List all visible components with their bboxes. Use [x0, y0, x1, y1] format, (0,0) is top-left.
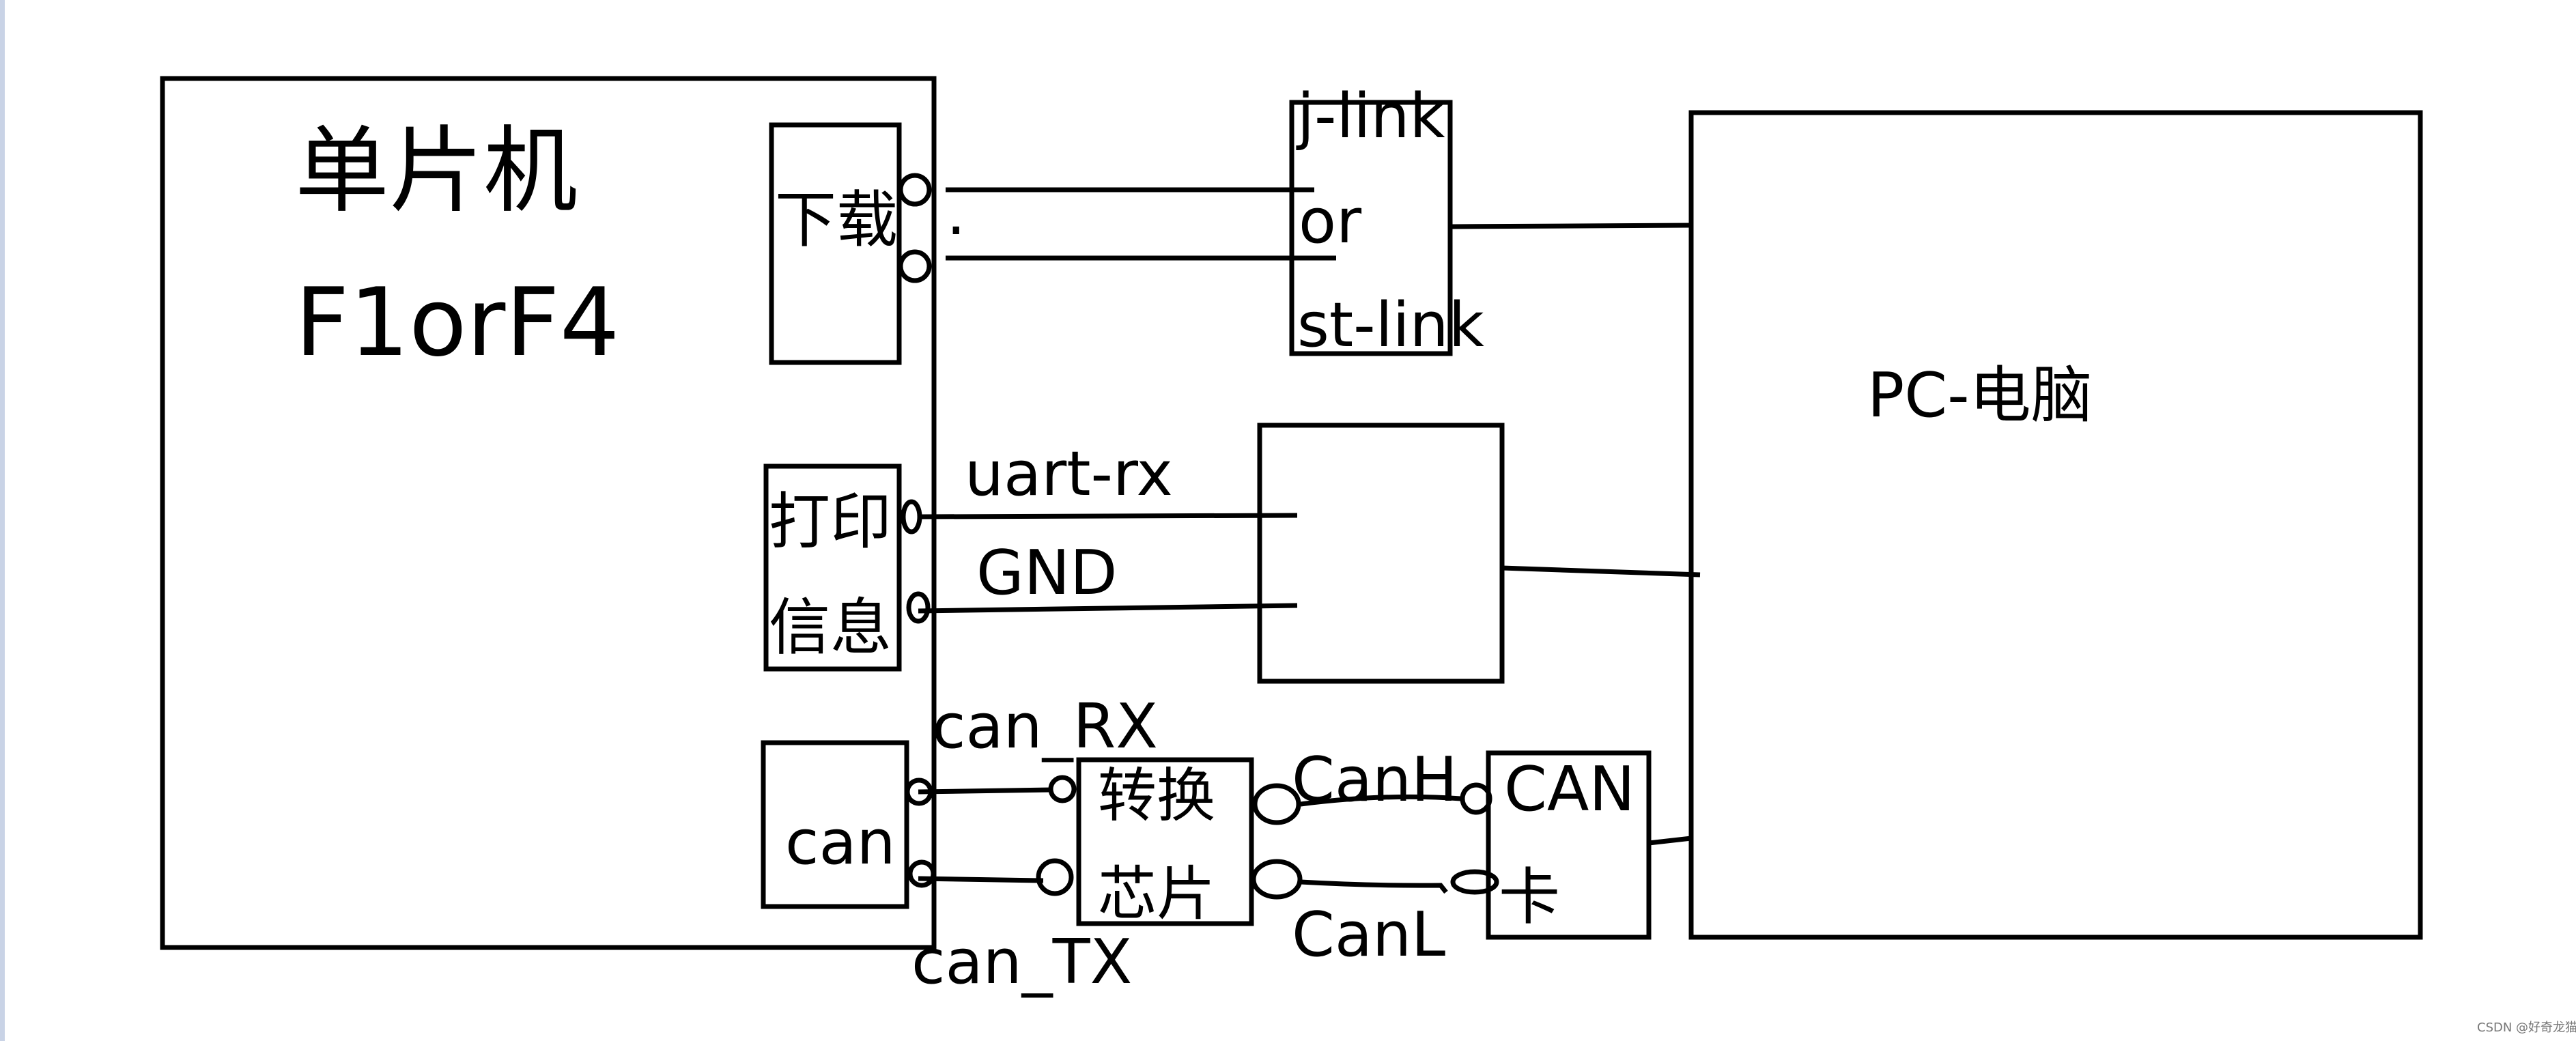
can-port-label: can: [785, 807, 896, 879]
window-edge-bar: [0, 0, 5, 1041]
connector-circle: [906, 591, 931, 624]
can-tx-label: can_TX: [911, 926, 1133, 998]
can-card-label-line2: 卡: [1499, 861, 1560, 933]
can-port-box: [761, 740, 909, 909]
mcu-title: 单片机: [295, 116, 578, 226]
usb-serial-box: [1257, 423, 1505, 684]
debugger-dot: .: [946, 177, 966, 249]
transceiver-label-line1: 转换: [1098, 762, 1215, 830]
mcu-model: F1orF4: [295, 268, 620, 377]
connector-circle: [1048, 775, 1077, 803]
print-info-box: [763, 464, 902, 672]
debugger-box: [1289, 100, 1453, 356]
connector-circle: [1460, 782, 1492, 815]
connector-circle: [1252, 783, 1301, 825]
download-port-box: [769, 122, 902, 365]
uart-rx-label: uart-rx: [965, 438, 1173, 510]
can-card-box: [1486, 750, 1652, 940]
transceiver-label-line2: 芯片: [1098, 860, 1215, 928]
uart-rx-wire: [918, 513, 1298, 519]
debugger-label-line3: st-link: [1297, 289, 1484, 361]
canl-label: CanL: [1292, 899, 1446, 971]
can-rx-wire: [918, 787, 1053, 795]
connector-circle: [1036, 858, 1074, 896]
pc-label: PC-电脑: [1867, 360, 2093, 431]
canl-wire: [1300, 879, 1448, 894]
connector-circle: [907, 859, 936, 888]
gnd-wire: [918, 603, 1298, 614]
canh-label: CanH: [1292, 744, 1458, 816]
can-rx-label: can_RX: [932, 691, 1158, 762]
print-label-line2: 信息: [769, 592, 892, 664]
connector-circle: [1450, 869, 1499, 895]
download-label: 下载: [775, 184, 898, 256]
mcu-box: [160, 76, 937, 950]
watermark: CSDN @好奇龙猫: [2477, 1021, 2576, 1035]
transceiver-box: [1076, 757, 1254, 926]
can-tx-wire: [918, 876, 1044, 883]
canh-wire: [1300, 794, 1462, 807]
usb-serial-pc-wire: [1501, 565, 1701, 577]
can-card-label-line1: CAN: [1504, 754, 1635, 825]
connector-circle: [905, 778, 933, 806]
debugger-label-line1: j-link: [1297, 81, 1445, 152]
connector-circle: [1251, 859, 1303, 900]
debugger-pc-wire: [1449, 223, 1692, 229]
debugger-label-line2: or: [1299, 186, 1362, 257]
gnd-label: GND: [976, 537, 1118, 609]
can-card-pc-wire: [1648, 836, 1692, 846]
pc-box: [1688, 110, 2423, 940]
connector-circle: [898, 249, 932, 283]
connector-circle: [898, 173, 932, 207]
connector-circle: [901, 499, 922, 534]
print-label-line1: 打印: [769, 486, 892, 558]
